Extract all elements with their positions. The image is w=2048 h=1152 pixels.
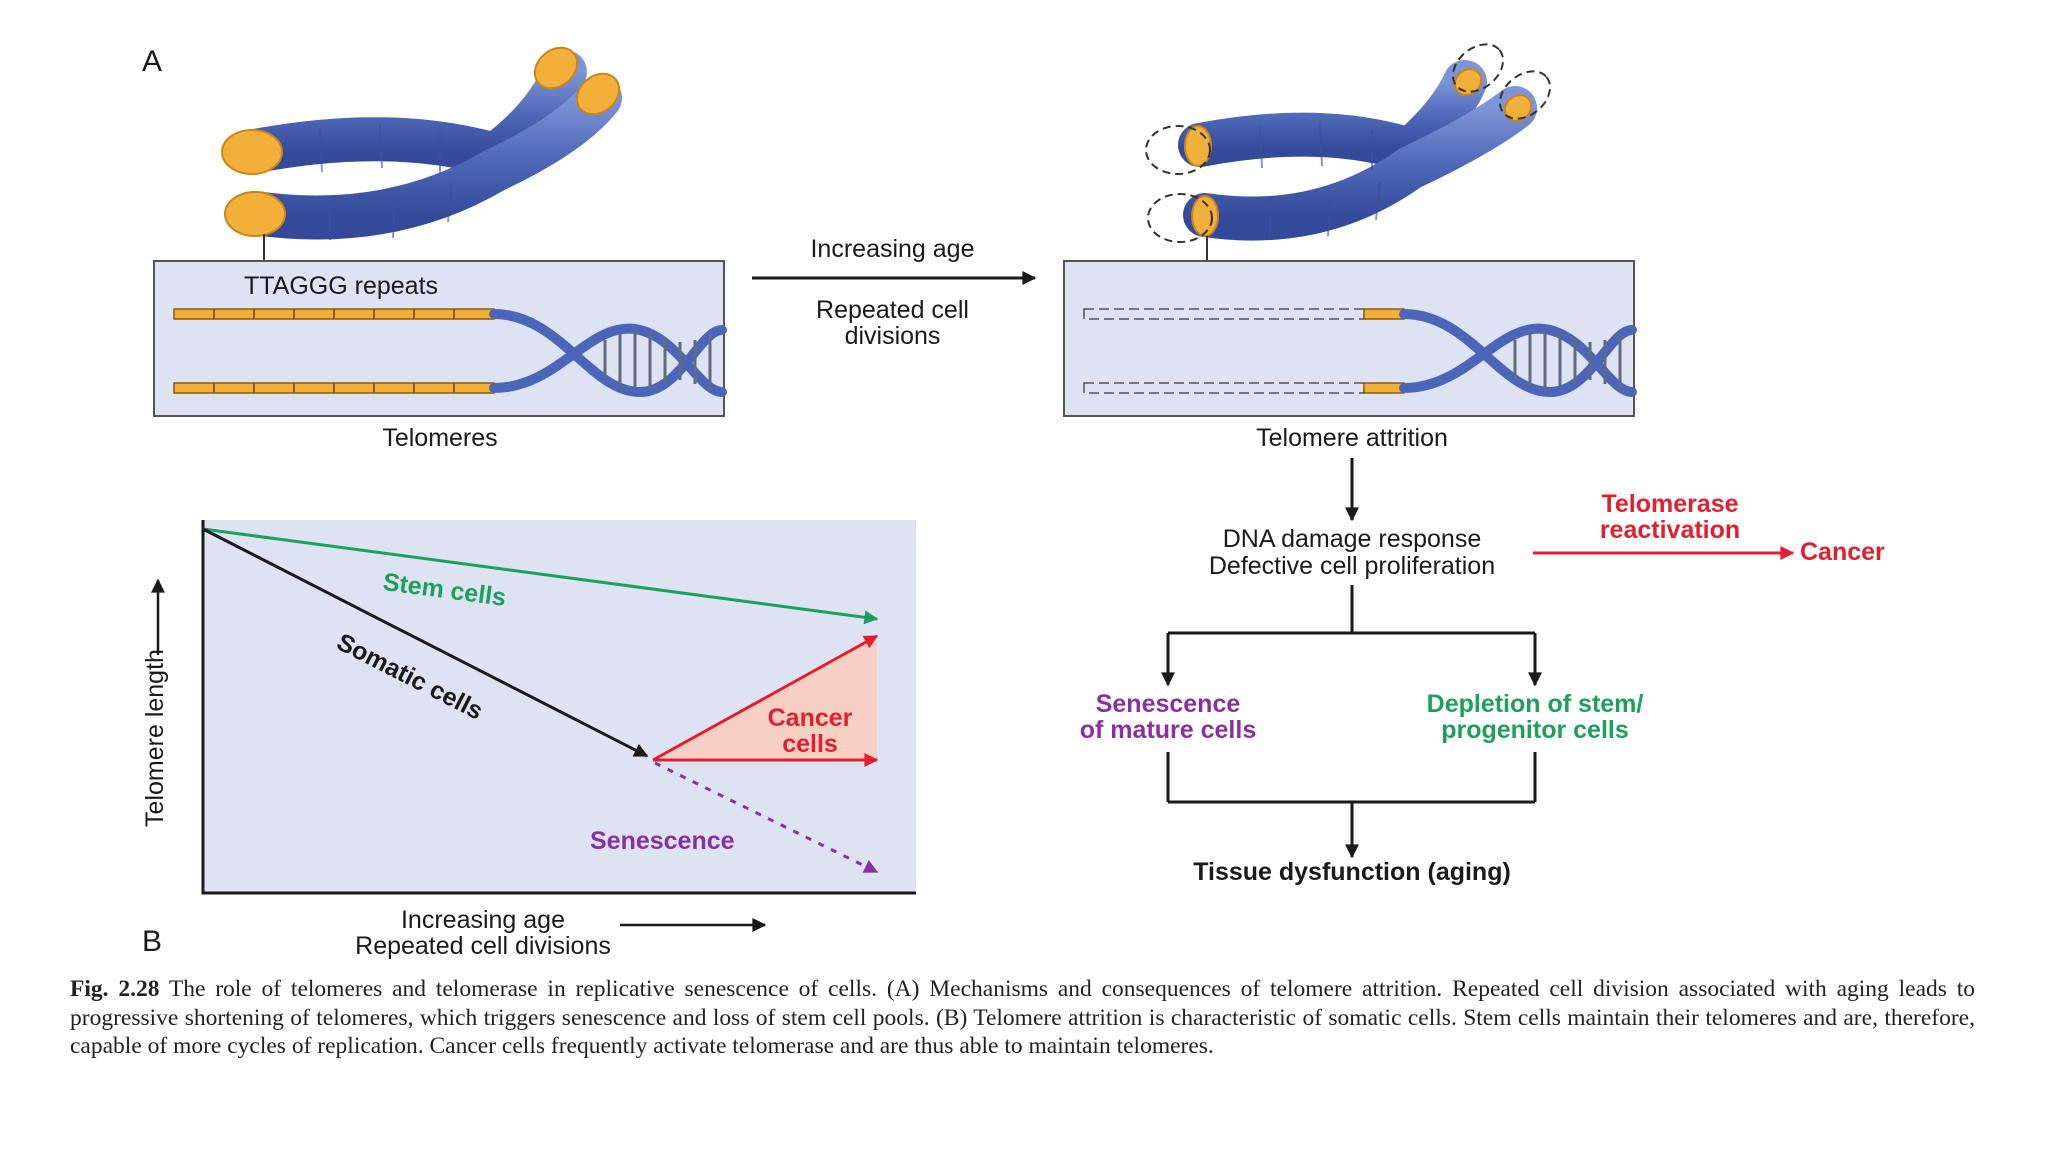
ttaggg-repeats-label: TTAGGG repeats xyxy=(244,272,439,300)
increasing-age-label: Increasing age xyxy=(810,235,975,263)
senescence-curve-label: Senescence xyxy=(590,827,735,855)
telomerase-label: Telomerase xyxy=(1601,490,1739,518)
telomere-cap xyxy=(1184,125,1212,167)
depletion-label: Depletion of stem/ xyxy=(1426,690,1644,718)
of-mature-cells-label: of mature cells xyxy=(1079,716,1257,744)
telomere-cap xyxy=(533,46,579,90)
dna-damage-label: DNA damage response xyxy=(1222,525,1482,553)
cancer-rise-line xyxy=(652,634,879,762)
telomere-cap xyxy=(224,191,286,237)
figure-number: Fig. 2.28 xyxy=(70,976,160,1002)
shortened-chromosome xyxy=(1145,43,1552,261)
cancer-cells-label: Cancer xyxy=(767,704,853,732)
telomere-length-chart xyxy=(201,520,916,895)
telomere-attrition-label: Telomere attrition xyxy=(1256,424,1448,452)
telomere-length-axis-label: Telomere length xyxy=(141,649,169,827)
figure-caption: Fig. 2.28 The role of telomeres and telo… xyxy=(70,975,1975,1061)
somatic-cells-line xyxy=(202,527,649,758)
telomeres-label: Telomeres xyxy=(382,424,498,452)
reactivation-label: reactivation xyxy=(1599,516,1741,544)
telomere-cap xyxy=(221,129,283,175)
cancer-cells-label-2: cells xyxy=(782,730,838,758)
increasing-age-axis-label: Increasing age xyxy=(400,906,565,934)
defective-proliferation-label: Defective cell proliferation xyxy=(1208,552,1496,580)
flow-connectors xyxy=(1161,458,1542,859)
cancer-outcome-label: Cancer xyxy=(1800,538,1885,566)
caption-text: The role of telomeres and telomerase in … xyxy=(70,976,1975,1059)
telomere-cap xyxy=(575,72,621,116)
panel-label-b: B xyxy=(142,925,163,958)
stem-cells-line xyxy=(202,527,879,625)
telomere-cap xyxy=(1191,195,1219,237)
repeated-cell-label: Repeated cell xyxy=(816,296,969,324)
chart-axes xyxy=(201,520,916,895)
tissue-dysfunction-label: Tissue dysfunction (aging) xyxy=(1193,858,1511,886)
attrited-dna-box xyxy=(1063,260,1637,417)
progenitor-cells-label: progenitor cells xyxy=(1441,716,1629,744)
intact-chromosome xyxy=(221,46,622,261)
telomere-dna-box xyxy=(153,260,727,417)
senescence-mature-label: Senescence xyxy=(1095,690,1241,718)
panel-label-a: A xyxy=(142,45,163,78)
repeated-divisions-axis-label: Repeated cell divisions xyxy=(355,932,611,960)
divisions-label: divisions xyxy=(844,322,941,350)
